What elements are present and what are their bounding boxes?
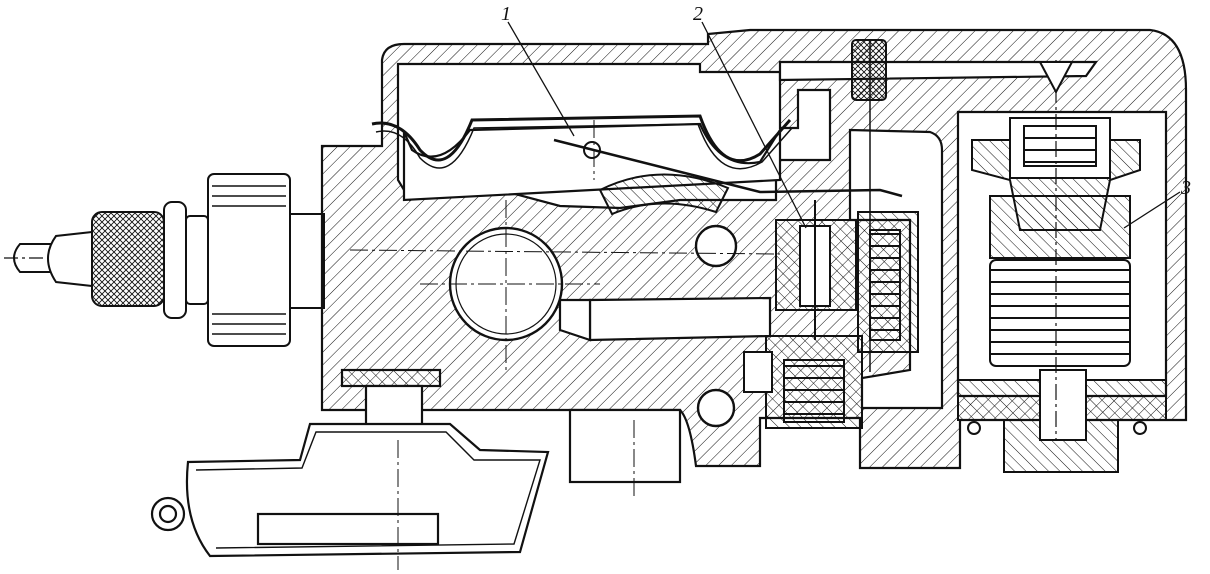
connector-plug bbox=[4, 173, 325, 347]
center-lines bbox=[349, 120, 781, 570]
bellows bbox=[989, 259, 1131, 367]
callout-label-3: 3 bbox=[1180, 177, 1191, 199]
threaded-sleeve bbox=[207, 173, 291, 347]
knurled-nut bbox=[91, 211, 165, 307]
callout-leaders bbox=[507, 21, 1181, 229]
valve-column bbox=[743, 39, 919, 429]
callout-label-2: 2 bbox=[693, 3, 703, 25]
lower-cover bbox=[150, 368, 682, 558]
callout-label-1: 1 bbox=[501, 3, 511, 25]
thermostat-assembly bbox=[957, 60, 1167, 473]
lever bbox=[553, 138, 903, 198]
plug-cap bbox=[47, 230, 93, 288]
diaphragm-assembly bbox=[371, 114, 903, 216]
main-bore bbox=[448, 224, 738, 428]
spring-ring bbox=[598, 173, 730, 216]
